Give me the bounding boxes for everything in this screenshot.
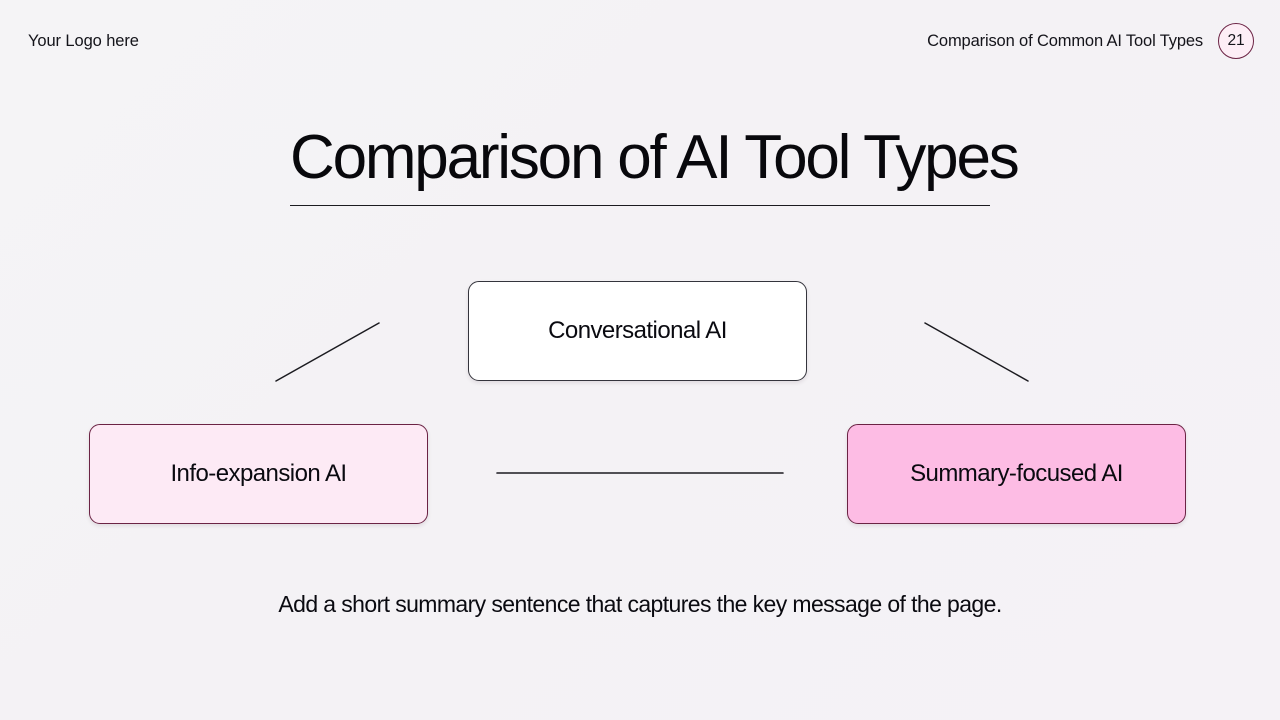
- card-label-info-expansion-ai: Info-expansion AI: [170, 459, 347, 487]
- title-block: Comparison of AI Tool Types: [290, 123, 1020, 207]
- page-number-badge: 21: [1218, 23, 1254, 59]
- logo-placeholder: Your Logo here: [28, 31, 139, 50]
- header-subtitle: Comparison of Common AI Tool Types: [927, 31, 1203, 50]
- card-label-summary-focused-ai: Summary-focused AI: [910, 459, 1123, 487]
- card-summary-focused-ai[interactable]: Summary-focused AI: [847, 424, 1186, 524]
- title-underline-rule: [290, 204, 990, 207]
- card-info-expansion-ai[interactable]: Info-expansion AI: [89, 424, 428, 524]
- page-title: Comparison of AI Tool Types: [290, 123, 1020, 192]
- summary-sentence: Add a short summary sentence that captur…: [278, 591, 1002, 617]
- connector-right-diagonal: [924, 322, 1029, 382]
- connector-left-diagonal: [275, 322, 380, 382]
- header-right-group: Comparison of Common AI Tool Types 21: [927, 23, 1254, 59]
- card-label-conversational-ai: Conversational AI: [548, 316, 727, 344]
- card-conversational-ai[interactable]: Conversational AI: [468, 281, 807, 381]
- slide-header: Your Logo here Comparison of Common AI T…: [0, 0, 1280, 82]
